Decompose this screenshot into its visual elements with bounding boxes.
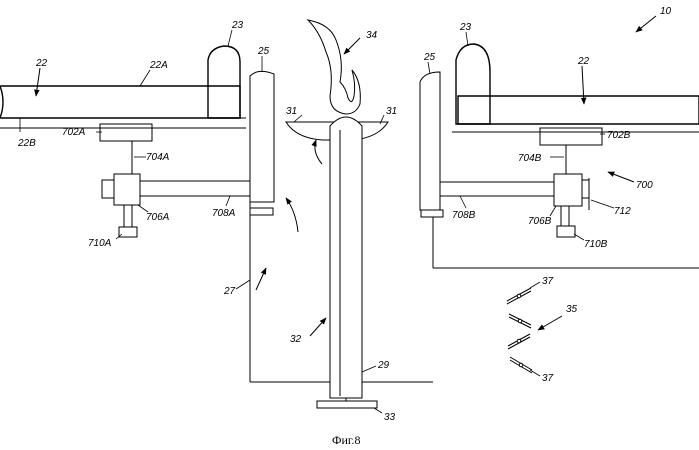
label-704A: 704A — [146, 152, 170, 163]
left-insulation-block-23 — [208, 46, 240, 118]
label-32: 32 — [290, 334, 302, 345]
leader-35 — [538, 316, 562, 330]
figure-caption: Фиг.8 — [332, 433, 360, 447]
right-stem — [561, 206, 569, 226]
label-706B: 706B — [528, 216, 552, 227]
left-arm-end-pad — [250, 208, 273, 215]
flame-34 — [308, 20, 360, 114]
burner-pipe-32 — [330, 117, 362, 398]
right-insulation-block-23 — [456, 44, 490, 124]
label-35: 35 — [566, 304, 578, 315]
label-708A: 708A — [212, 208, 236, 219]
label-702A: 702A — [62, 127, 86, 138]
label-27: 27 — [223, 286, 236, 297]
right-actuator-706B — [554, 174, 582, 206]
leader-29 — [362, 366, 376, 372]
label-31-left: 31 — [286, 106, 297, 117]
leader-22-left — [36, 68, 40, 96]
label-710A: 710A — [88, 238, 112, 249]
leader-23-left — [228, 30, 232, 46]
flow-arrow-left-tip — [315, 140, 322, 164]
louvre-blade — [507, 288, 531, 304]
leader-22A — [140, 70, 150, 86]
label-33: 33 — [384, 412, 396, 423]
label-23-right: 23 — [459, 22, 472, 33]
label-23-left: 23 — [231, 20, 244, 31]
leader-22-right — [582, 66, 584, 104]
leader-23-right — [466, 32, 468, 46]
right-arm-end-pad — [421, 210, 443, 217]
leader-25-right — [428, 62, 430, 74]
right-wall-panel — [458, 96, 699, 124]
leader-708B — [460, 196, 466, 208]
label-706A: 706A — [146, 212, 170, 223]
burner-base-33 — [317, 401, 377, 408]
label-25-right: 25 — [423, 52, 436, 63]
leader-700 — [608, 172, 634, 182]
leader-34 — [344, 38, 360, 54]
label-29: 29 — [377, 360, 390, 371]
leader-706A — [138, 205, 148, 212]
label-712: 712 — [614, 206, 631, 217]
right-plate-25 — [420, 72, 440, 210]
label-25-left: 25 — [257, 46, 270, 57]
label-700: 700 — [636, 180, 653, 191]
left-arm-708A — [140, 181, 250, 196]
flow-arrow-housing — [256, 268, 266, 290]
label-22-right: 22 — [577, 56, 590, 67]
left-knob-710A — [119, 227, 137, 237]
leader-27 — [236, 280, 250, 289]
label-22-left: 22 — [35, 58, 48, 69]
louvre-blade — [508, 334, 530, 349]
louvre-group-35 — [507, 288, 532, 373]
label-708B: 708B — [452, 210, 476, 221]
label-34: 34 — [366, 30, 378, 41]
leader-33 — [374, 408, 382, 413]
label-710B: 710B — [584, 239, 608, 250]
flow-arrow-plate-gap — [286, 198, 298, 232]
louvre-blade — [509, 314, 531, 328]
leader-706B — [550, 206, 556, 216]
left-bracket-702A — [100, 124, 152, 141]
label-704B: 704B — [518, 153, 542, 164]
left-wall-panel — [0, 86, 240, 118]
right-bracket-702B — [540, 128, 602, 145]
label-37-top: 37 — [542, 276, 554, 287]
label-10: 10 — [660, 6, 672, 17]
label-22A: 22A — [149, 60, 168, 71]
right-actuator-side-cap — [582, 180, 589, 198]
label-702B: 702B — [607, 130, 631, 141]
label-37-bottom: 37 — [542, 373, 554, 384]
leader-37-top — [530, 282, 540, 288]
leader-10 — [636, 16, 656, 32]
left-actuator-side-cap — [102, 180, 114, 198]
leader-708A — [226, 196, 230, 206]
leader-32 — [310, 318, 326, 336]
label-22B: 22B — [17, 138, 36, 149]
right-arm-708B — [440, 182, 554, 196]
louvre-blade — [510, 357, 532, 373]
leader-712 — [591, 200, 614, 208]
left-plate-25 — [250, 71, 274, 202]
label-31-right: 31 — [386, 106, 397, 117]
right-knob-710B — [557, 226, 575, 237]
left-stem — [124, 205, 132, 227]
left-actuator-706A — [114, 174, 140, 205]
